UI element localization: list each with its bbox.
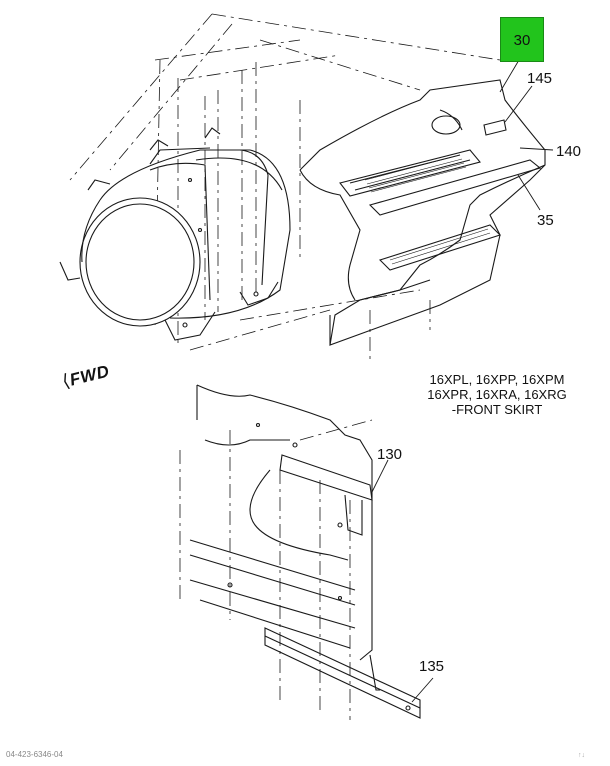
callout-30-label: 30 <box>513 32 531 49</box>
callout-35[interactable]: 35 <box>537 212 554 229</box>
leader-lines-lower <box>371 459 434 703</box>
callout-135[interactable]: 135 <box>419 658 445 675</box>
caption-line-1: 16XPL, 16XPP, 16XPM <box>429 372 565 387</box>
callout-30-highlight[interactable]: 30 <box>500 17 544 62</box>
callout-130[interactable]: 130 <box>377 446 403 463</box>
upper-step-tread <box>364 154 467 193</box>
bottom-strip <box>264 627 421 719</box>
corner-mark: ↑↓ <box>578 752 585 759</box>
fuel-tank <box>59 127 291 341</box>
callout-140[interactable]: 140 <box>556 143 582 160</box>
model-caption: 16XPL, 16XPP, 16XPM 16XPR, 16XRA, 16XRG … <box>402 372 592 417</box>
drawing-id: 04-423-6346-04 <box>6 750 63 759</box>
callout-145[interactable]: 145 <box>527 70 553 87</box>
caption-line-2: 16XPR, 16XRA, 16XRG <box>427 387 567 402</box>
lower-step-tread <box>389 228 491 265</box>
step-assembly <box>299 79 546 346</box>
construction-lines-lower <box>179 419 373 720</box>
front-skirt-panel <box>189 384 373 661</box>
caption-line-3: -FRONT SKIRT <box>451 402 543 417</box>
leader-lines-upper <box>499 59 554 211</box>
